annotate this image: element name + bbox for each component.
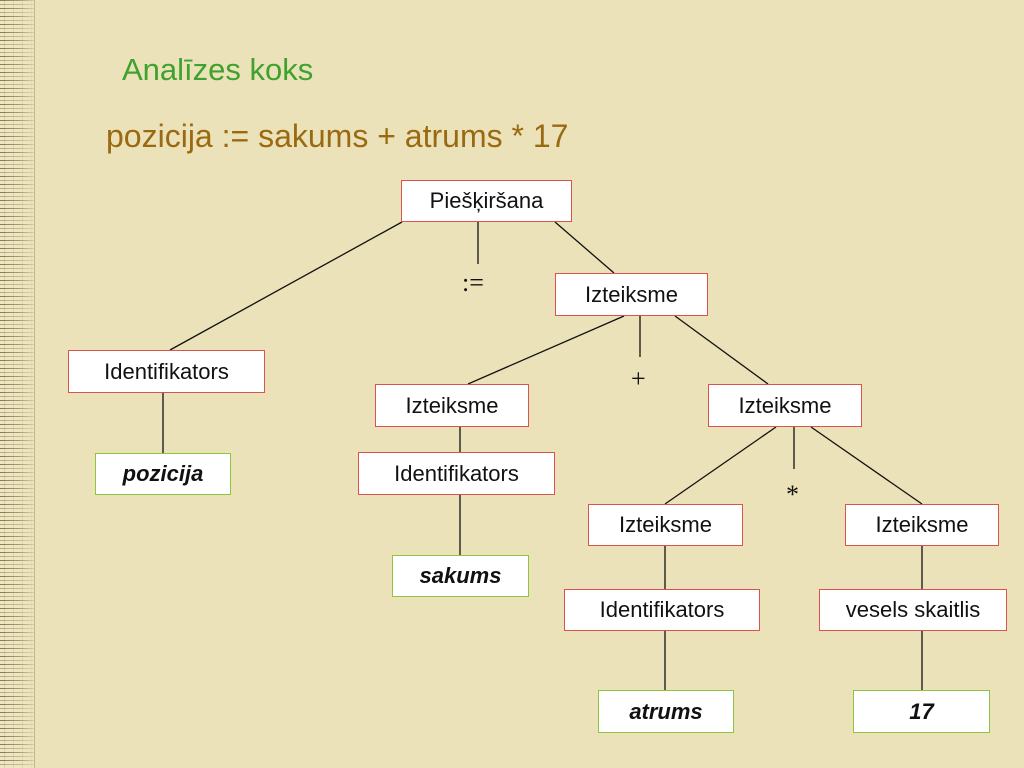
- edge-midright-right: [810, 426, 923, 505]
- edge-root-expression: [554, 221, 615, 274]
- node-expression-bottom-right: Izteiksme: [845, 504, 999, 546]
- leaf-atrums: atrums: [598, 690, 734, 733]
- assign-operator: :=: [462, 268, 484, 297]
- slide-title: Analīzes koks: [122, 52, 314, 87]
- expression-text: pozicija := sakums + atrums * 17: [106, 118, 569, 154]
- node-expression-bottom-left: Izteiksme: [588, 504, 743, 546]
- edge-expr-left: [467, 315, 625, 385]
- multiply-operator: *: [786, 480, 799, 509]
- edge-midright-left: [664, 426, 777, 505]
- leaf-sakums: sakums: [392, 555, 529, 597]
- node-expression-mid-right: Izteiksme: [708, 384, 862, 427]
- plus-operator: +: [631, 364, 646, 393]
- node-identifier-mid-left: Identifikators: [358, 452, 555, 495]
- node-identifier-bottom-left: Identifikators: [564, 589, 760, 631]
- node-expression-top: Izteiksme: [555, 273, 708, 316]
- node-expression-mid-left: Izteiksme: [375, 384, 529, 427]
- node-identifier-left: Identifikators: [68, 350, 265, 393]
- leaf-17: 17: [853, 690, 990, 733]
- node-assignment: Piešķiršana: [401, 180, 572, 222]
- decorative-side-strip: [0, 0, 35, 768]
- leaf-pozicija: pozicija: [95, 453, 231, 495]
- edge-root-identifier: [169, 221, 403, 351]
- node-integer: vesels skaitlis: [819, 589, 1007, 631]
- edge-expr-right: [674, 315, 769, 385]
